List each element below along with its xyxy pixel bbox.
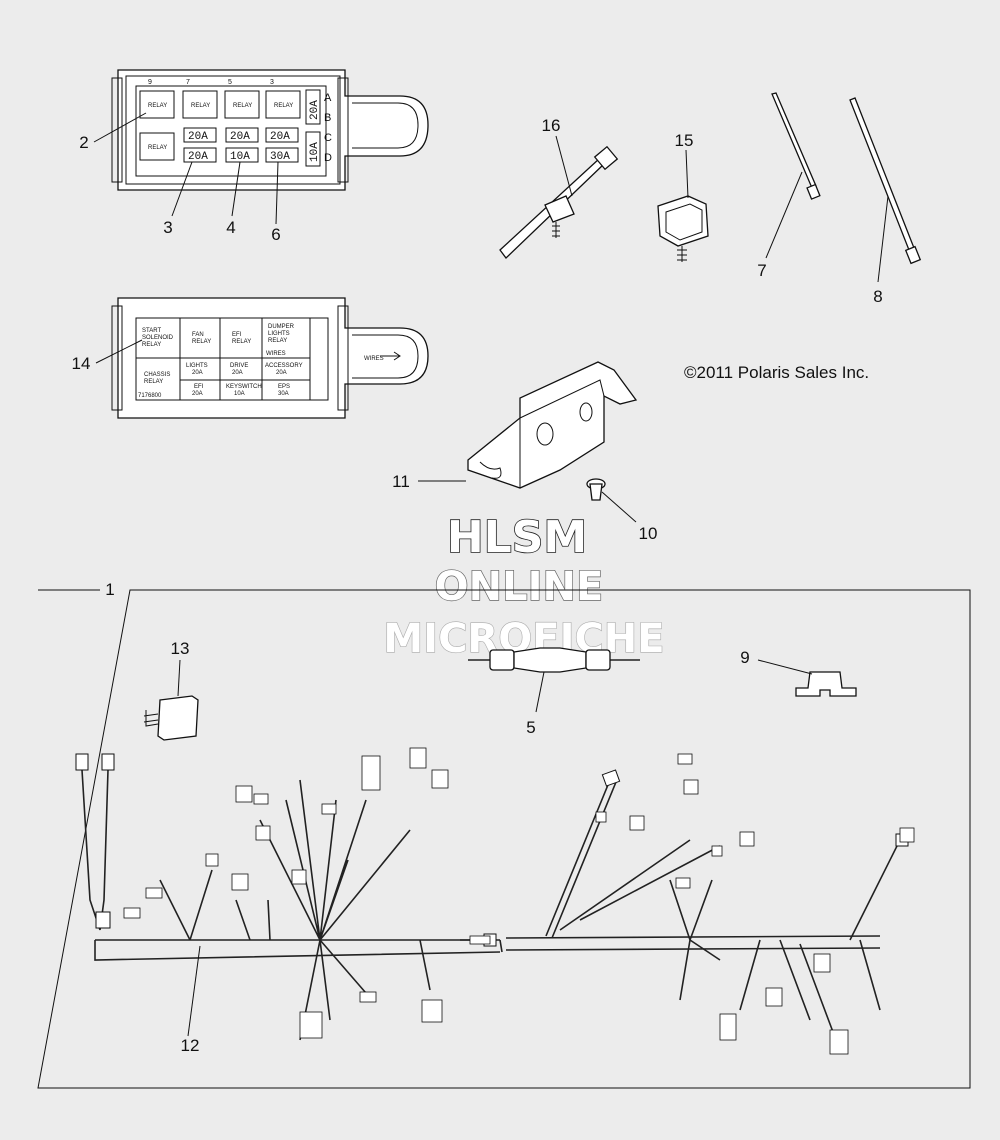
relay-label: RELAY bbox=[191, 103, 210, 109]
slot-label: 3 bbox=[270, 79, 274, 86]
callout-7: 7 bbox=[757, 261, 766, 280]
callout-3: 3 bbox=[163, 218, 172, 237]
watermark-line: HLSM bbox=[447, 512, 587, 563]
cover-cell: LIGHTS bbox=[268, 331, 290, 337]
side-fuse-label: 10A bbox=[309, 142, 321, 162]
cable-tie-short bbox=[765, 92, 821, 259]
wires-label: WIRES bbox=[364, 356, 384, 362]
cover-cell: 20A bbox=[232, 370, 243, 376]
cover-part-number: 7176800 bbox=[138, 393, 162, 399]
bracket bbox=[418, 361, 638, 489]
callout-11: 11 bbox=[392, 472, 410, 491]
callout-16: 16 bbox=[542, 116, 561, 135]
fuse-label: 10A bbox=[230, 151, 250, 163]
cover-cell: RELAY bbox=[144, 379, 163, 385]
cover-cell: START bbox=[142, 328, 161, 334]
callout-15: 15 bbox=[675, 131, 694, 150]
fuse-box-cover: START SOLENOID RELAY FAN RELAY EFI RELAY… bbox=[95, 297, 429, 419]
cover-cell: 20A bbox=[192, 370, 203, 376]
fuse-label: 20A bbox=[230, 131, 250, 143]
cover-cell: ACCESSORY bbox=[265, 363, 303, 369]
row-letter: B bbox=[324, 112, 331, 124]
copyright-text: ©2011 Polaris Sales Inc. bbox=[684, 363, 869, 382]
wire-harness bbox=[75, 747, 915, 1055]
inline-fuse-holder bbox=[468, 647, 640, 713]
cover-cell: DUMPER bbox=[268, 324, 295, 330]
callout-9: 9 bbox=[740, 648, 749, 667]
callout-8: 8 bbox=[873, 287, 882, 306]
relay-label: RELAY bbox=[274, 103, 293, 109]
cover-cell: DRIVE bbox=[230, 363, 248, 369]
rivet bbox=[586, 478, 637, 523]
cover-cell: RELAY bbox=[192, 339, 211, 345]
callout-2: 2 bbox=[79, 133, 88, 152]
cover-cell: 30A bbox=[278, 391, 289, 397]
kit-border bbox=[37, 589, 971, 1089]
relay-label: RELAY bbox=[148, 145, 167, 151]
circuit-breaker bbox=[757, 659, 857, 697]
cover-cell: SOLENOID bbox=[142, 335, 174, 341]
wires-label: WIRES bbox=[266, 351, 286, 357]
callout-10: 10 bbox=[639, 524, 658, 543]
cover-cell: EPS bbox=[278, 384, 290, 390]
cover-cell: RELAY bbox=[268, 338, 287, 344]
fuse-label: 20A bbox=[270, 131, 290, 143]
cover-cell: LIGHTS bbox=[186, 363, 208, 369]
callout-4: 4 bbox=[226, 218, 235, 237]
cover-cell: FAN bbox=[192, 332, 204, 338]
cover-cell: 10A bbox=[234, 391, 245, 397]
cable-tie-long bbox=[849, 97, 922, 283]
side-fuse-label: 20A bbox=[309, 100, 321, 120]
callout-1: 1 bbox=[105, 580, 114, 599]
slot-label: 9 bbox=[148, 79, 152, 86]
watermark-line: ONLINE bbox=[435, 564, 604, 610]
callout-12: 12 bbox=[181, 1036, 200, 1055]
row-letter: D bbox=[324, 152, 332, 164]
slot-label: 7 bbox=[186, 79, 190, 86]
callout-13: 13 bbox=[171, 639, 190, 658]
slot-label: 5 bbox=[228, 79, 232, 86]
row-letter: A bbox=[324, 92, 332, 104]
cover-cell: 20A bbox=[276, 370, 287, 376]
cover-cell: KEYSWITCH bbox=[226, 384, 262, 390]
callout-6: 6 bbox=[271, 225, 280, 244]
relay bbox=[143, 659, 199, 741]
watermark: HLSM ONLINE MICROFICHE bbox=[383, 511, 665, 662]
cover-cell: CHASSIS bbox=[144, 372, 170, 378]
cover-cell: RELAY bbox=[142, 342, 161, 348]
cover-cell: RELAY bbox=[232, 339, 251, 345]
cover-cell: 20A bbox=[192, 391, 203, 397]
callout-labels: 1 2 3 4 5 6 7 8 9 10 11 12 13 14 15 16 bbox=[72, 116, 883, 1055]
cable-tie-clip bbox=[499, 135, 619, 259]
fuse-label: 30A bbox=[270, 151, 290, 163]
callout-14: 14 bbox=[72, 354, 91, 373]
fuse-box: 9 7 5 3 RELAY RELAY RELAY RELAY RELAY 20… bbox=[93, 69, 429, 225]
relay-label: RELAY bbox=[233, 103, 252, 109]
relay-label: RELAY bbox=[148, 103, 167, 109]
cover-cell: EFI bbox=[232, 332, 242, 338]
cover-cell: EFI bbox=[194, 384, 204, 390]
row-letter: C bbox=[324, 132, 332, 144]
push-clip bbox=[657, 149, 709, 262]
callout-5: 5 bbox=[526, 718, 535, 737]
fuse-label: 20A bbox=[188, 151, 208, 163]
fuse-label: 20A bbox=[188, 131, 208, 143]
